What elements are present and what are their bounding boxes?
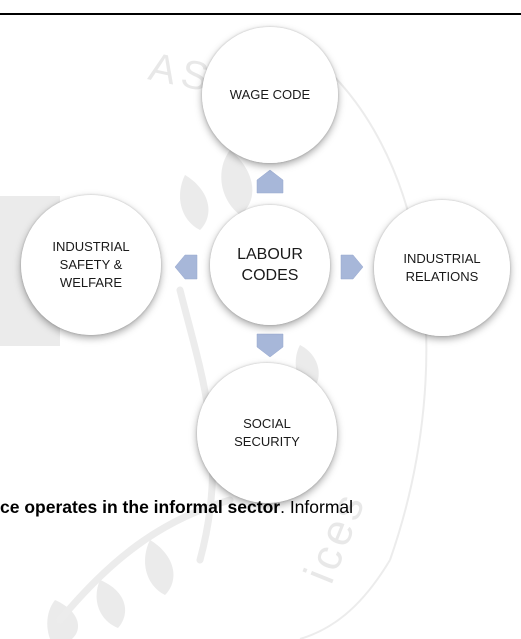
node-wage-code: WAGE CODE <box>202 27 338 163</box>
body-text-bold: ce operates in the informal sector <box>0 497 281 517</box>
node-social-security-label: SOCIAL SECURITY <box>234 416 300 449</box>
arrow-left-icon <box>174 254 198 280</box>
node-industrial-safety-welfare: INDUSTRIAL SAFETY & WELFARE <box>21 195 161 335</box>
node-industrial-relations-label: INDUSTRIAL RELATIONS <box>403 251 481 284</box>
watermark-leaf <box>180 175 209 230</box>
watermark-leaf <box>145 540 174 595</box>
node-social-security: SOCIAL SECURITY <box>197 363 337 503</box>
arrow-down-icon <box>256 333 284 358</box>
watermark-arc-tail <box>299 559 391 639</box>
node-industrial-safety-welfare-label: INDUSTRIAL SAFETY & WELFARE <box>52 239 130 290</box>
node-labour-codes-label: LABOUR CODES <box>237 246 303 284</box>
body-text-line: ce operates in the informal sector. Info… <box>0 497 353 518</box>
body-text-rest: . Informal <box>280 497 354 517</box>
watermark-stem <box>56 496 234 624</box>
node-wage-code-label: WAGE CODE <box>229 87 311 102</box>
arrow-up-icon <box>256 169 284 194</box>
watermark-leaf <box>221 150 253 215</box>
watermark-leaf <box>96 580 126 628</box>
node-labour-codes: LABOUR CODES <box>210 205 330 325</box>
node-industrial-relations: INDUSTRIAL RELATIONS <box>374 200 510 336</box>
arrow-right-icon <box>340 254 364 280</box>
header-rule <box>0 13 521 15</box>
